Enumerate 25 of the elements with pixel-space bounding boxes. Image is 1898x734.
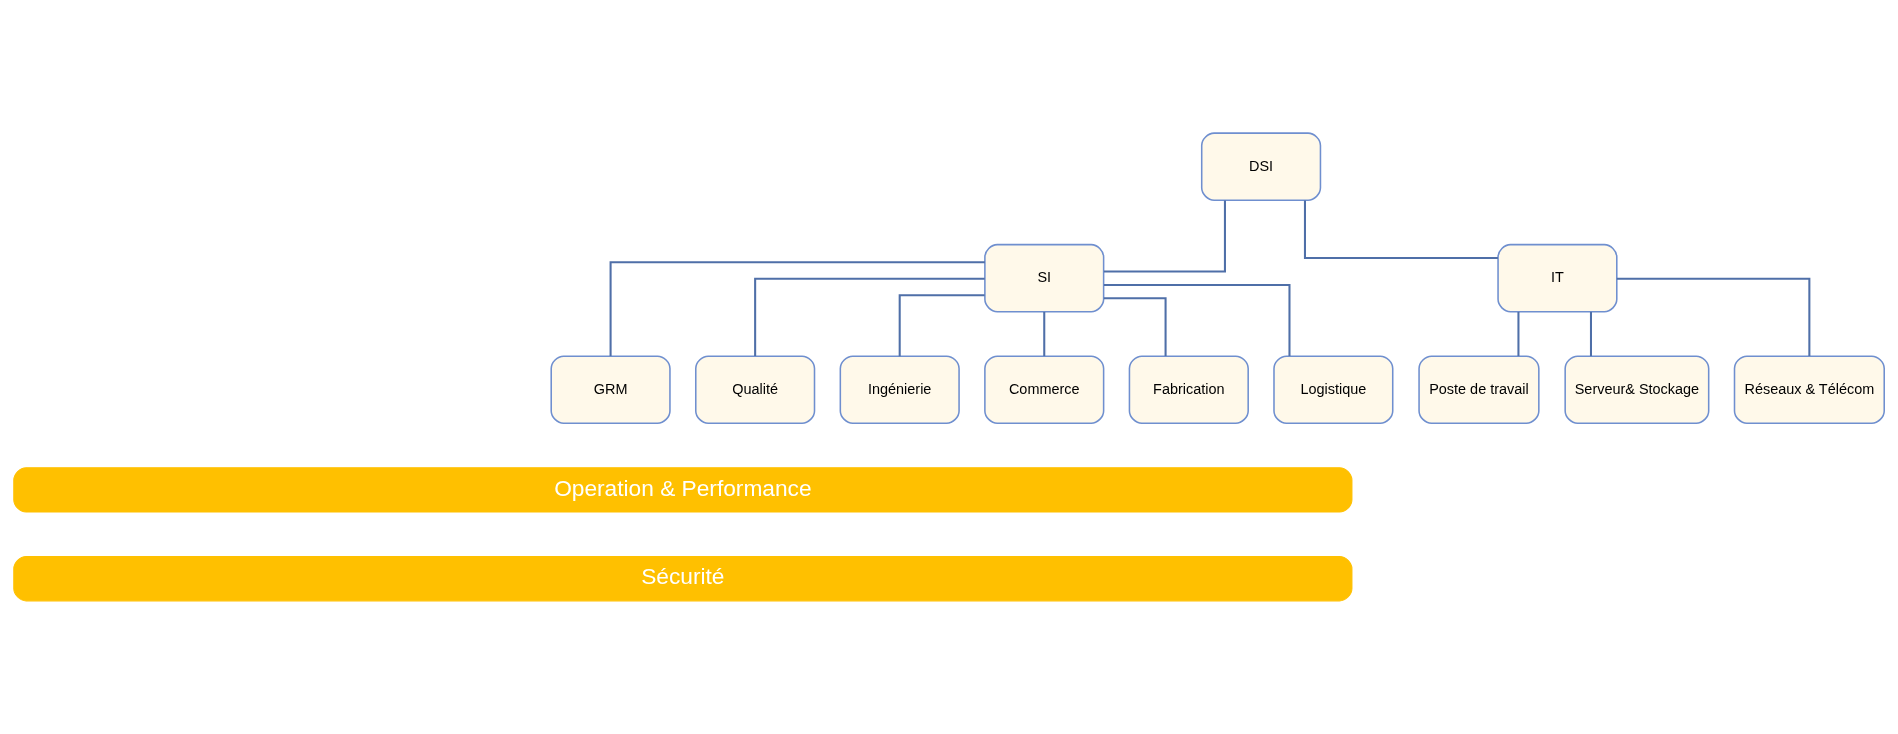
connector bbox=[1103, 297, 1167, 356]
node-box: Poste de travail bbox=[1418, 355, 1540, 425]
connector bbox=[1517, 311, 1520, 357]
node-box: Sécurité bbox=[13, 555, 1353, 602]
node-box: Fabrication bbox=[1128, 355, 1249, 425]
connector bbox=[1103, 283, 1291, 356]
node-box: Qualité bbox=[695, 355, 816, 425]
node-box: Serveur& Stockage bbox=[1564, 355, 1710, 425]
connector bbox=[898, 294, 985, 357]
node-box: Commerce bbox=[984, 355, 1105, 425]
connector bbox=[609, 261, 985, 356]
connector bbox=[1043, 311, 1046, 357]
node-box: GRM bbox=[550, 355, 671, 425]
node-box: SI bbox=[984, 243, 1105, 313]
node-box: Ingénierie bbox=[839, 355, 960, 425]
node-box: IT bbox=[1497, 243, 1618, 313]
node-box: Logistique bbox=[1273, 355, 1394, 425]
node-box: Réseaux & Télécom bbox=[1733, 355, 1885, 425]
node-box: Operation & Performance bbox=[13, 467, 1353, 513]
connector bbox=[1103, 200, 1226, 273]
connector bbox=[1303, 200, 1498, 260]
node-box: DSI bbox=[1200, 132, 1322, 202]
connector bbox=[754, 277, 985, 357]
connector bbox=[1616, 277, 1811, 357]
connector bbox=[1589, 311, 1592, 357]
